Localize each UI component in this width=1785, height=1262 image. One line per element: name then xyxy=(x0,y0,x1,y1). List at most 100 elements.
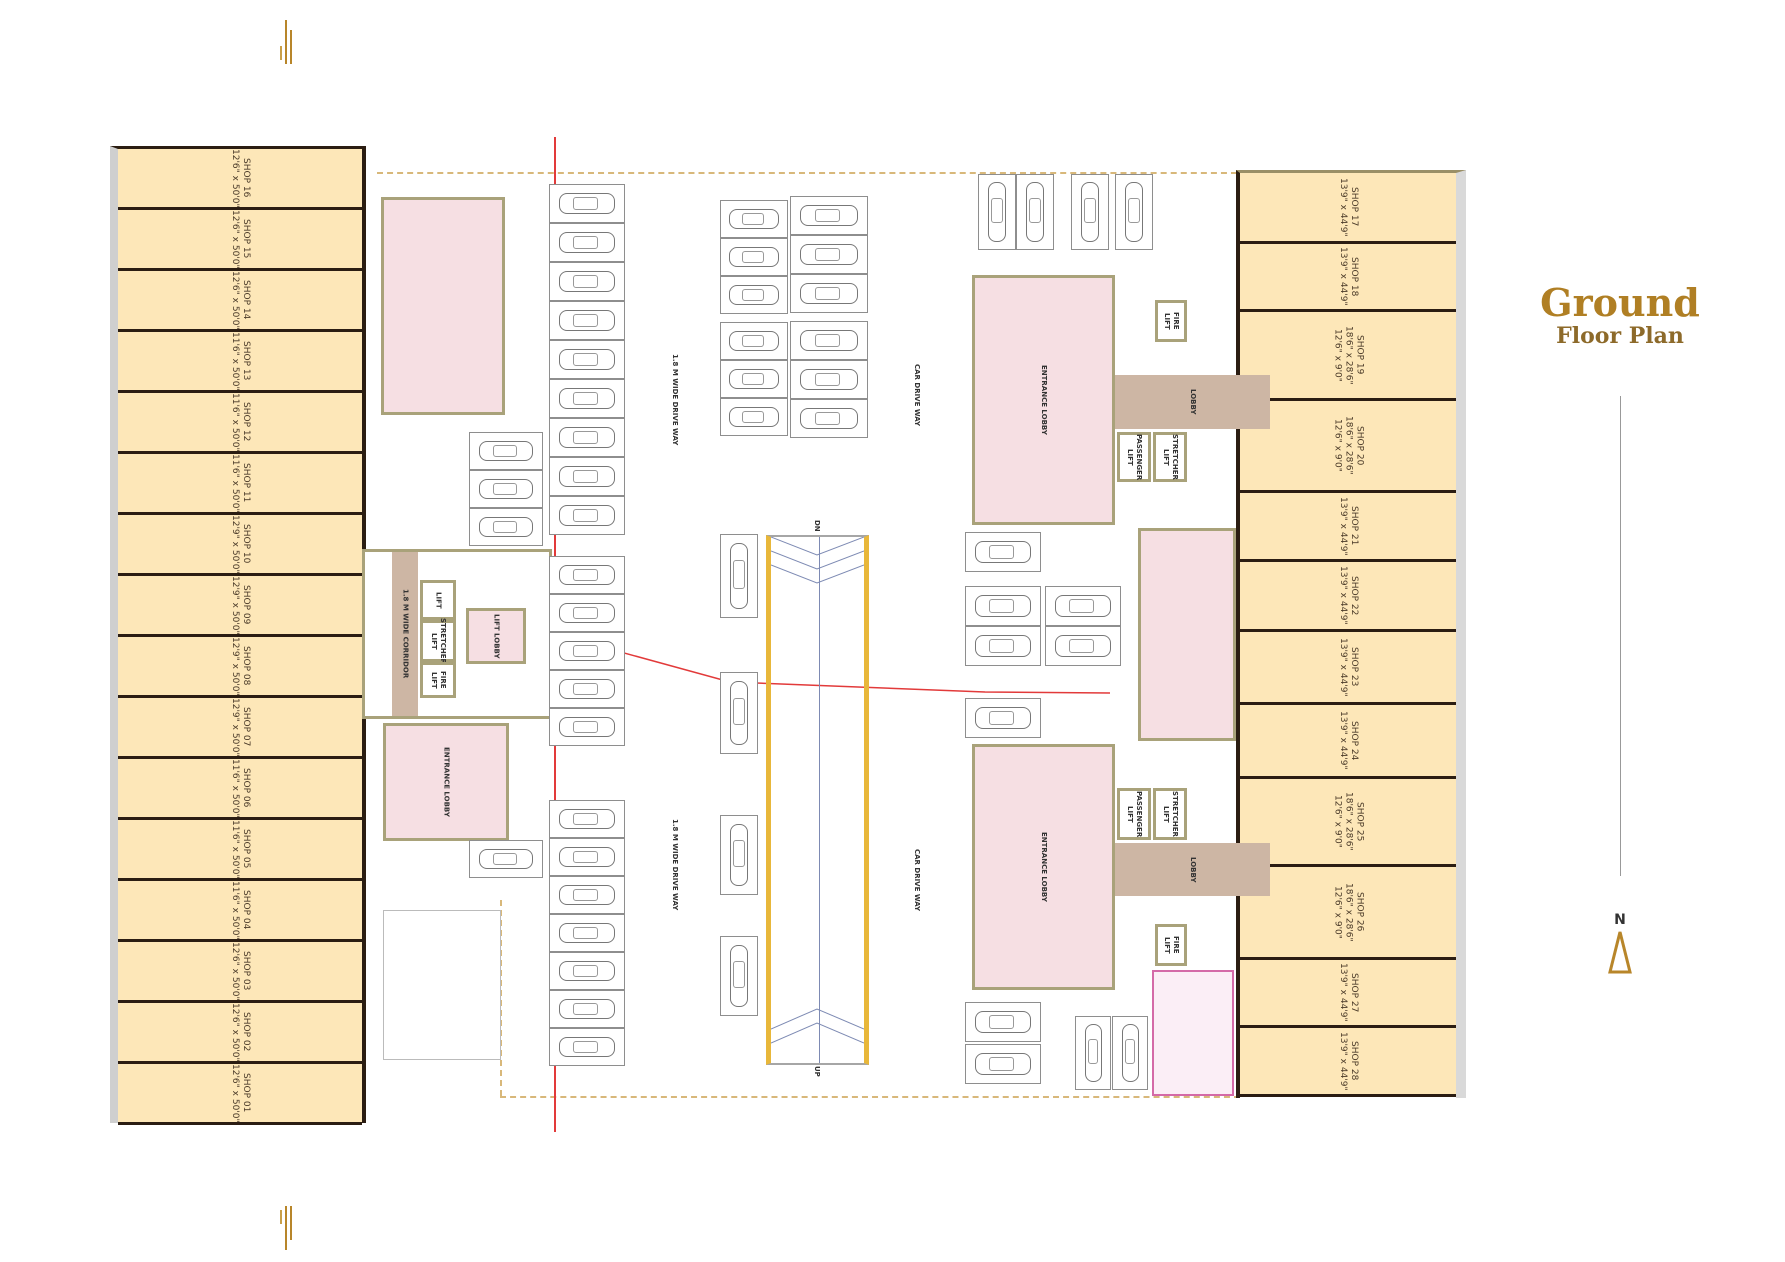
shop-label: SHOP 21 13'9" x 44'9" xyxy=(1338,496,1359,556)
car-icon xyxy=(558,960,616,982)
parking-bay xyxy=(720,534,758,618)
shop-21[interactable]: SHOP 21 13'9" x 44'9" xyxy=(1240,493,1456,562)
shop-02[interactable]: SHOP 02 12'6" x 50'0" xyxy=(118,1003,362,1064)
car-icon xyxy=(478,440,534,462)
shop-label: SHOP 02 12'6" x 50'0" xyxy=(230,1002,251,1062)
north-label: N xyxy=(1614,912,1626,928)
shop-16[interactable]: SHOP 16 12'6" x 50'0" xyxy=(118,149,362,210)
car-icon xyxy=(558,310,616,331)
title-line-2: Floor Plan xyxy=(1556,323,1684,349)
driveway-label-left-bottom: 1.8 M WIDE DRIVE WAY xyxy=(671,819,679,911)
entrance-lobby-label: ENTRANCE LOBBY xyxy=(442,747,451,817)
parking-bay xyxy=(549,632,625,670)
parking-bay xyxy=(549,556,625,594)
parking-bay xyxy=(720,360,788,398)
shop-label: SHOP 03 12'6" x 50'0" xyxy=(230,941,251,1001)
shop-28[interactable]: SHOP 28 13'9" x 44'9" xyxy=(1240,1028,1456,1097)
car-icon xyxy=(1026,182,1044,242)
shop-label: SHOP 15 12'6" x 50'0" xyxy=(230,209,251,269)
shop-24[interactable]: SHOP 24 13'9" x 44'9" xyxy=(1240,705,1456,779)
parking-bay xyxy=(1045,586,1121,626)
parking-bay xyxy=(720,238,788,276)
shop-17[interactable]: SHOP 17 13'9" x 44'9" xyxy=(1240,173,1456,244)
shop-18[interactable]: SHOP 18 13'9" x 44'9" xyxy=(1240,244,1456,312)
car-icon xyxy=(1054,635,1112,657)
service-bay xyxy=(383,910,501,1060)
shop-label: SHOP 28 13'9" x 44'9" xyxy=(1338,1031,1359,1091)
shop-27[interactable]: SHOP 27 13'9" x 44'9" xyxy=(1240,960,1456,1028)
shop-26[interactable]: SHOP 26 18'6" x 28'6" 12'6" x 9'0" xyxy=(1240,867,1456,960)
shop-label: SHOP 04 11'6" x 50'0" xyxy=(230,880,251,940)
shop-01[interactable]: SHOP 01 12'6" x 50'0" xyxy=(118,1064,362,1125)
fire-lift-label: FIRE LIFT xyxy=(1163,312,1180,330)
parking-bay xyxy=(790,399,868,438)
driveway-label-right-bottom: CAR DRIVE WAY xyxy=(913,848,921,912)
car-icon xyxy=(558,884,616,906)
shop-14[interactable]: SHOP 14 12'6" x 50'0" xyxy=(118,271,362,332)
car-icon xyxy=(558,1036,616,1058)
passenger-lift-label: PASSENGER LIFT xyxy=(1126,790,1143,838)
parking-bay xyxy=(720,200,788,238)
shop-19[interactable]: SHOP 19 18'6" x 28'6" 12'6" x 9'0" xyxy=(1240,312,1456,401)
car-icon xyxy=(1125,182,1143,242)
shop-05[interactable]: SHOP 05 11'6" x 50'0" xyxy=(118,820,362,881)
shop-03[interactable]: SHOP 03 12'6" x 50'0" xyxy=(118,942,362,1003)
shop-07[interactable]: SHOP 07 12'9" x 50'0" xyxy=(118,698,362,759)
parking-bay xyxy=(978,174,1016,250)
car-icon xyxy=(730,681,748,745)
shop-06[interactable]: SHOP 06 11'6" x 50'0" xyxy=(118,759,362,820)
car-icon xyxy=(558,846,616,868)
parking-bay xyxy=(965,586,1041,626)
parking-bay xyxy=(549,301,625,340)
parking-bay xyxy=(469,840,543,878)
car-icon xyxy=(558,232,616,253)
parking-bay xyxy=(549,594,625,632)
parking-bay xyxy=(549,800,625,838)
parking-bay xyxy=(549,708,625,746)
shop-15[interactable]: SHOP 15 12'6" x 50'0" xyxy=(118,210,362,271)
car-icon xyxy=(800,205,858,226)
car-icon xyxy=(800,369,858,390)
parking-bay xyxy=(469,470,543,508)
parking-bay xyxy=(1112,1016,1148,1090)
parking-bay xyxy=(720,672,758,754)
parking-bay xyxy=(549,876,625,914)
car-icon xyxy=(478,848,534,870)
shop-10[interactable]: SHOP 10 12'9" x 50'0" xyxy=(118,515,362,576)
right-passenger-lift-top: PASSENGER LIFT xyxy=(1117,432,1151,482)
shop-23[interactable]: SHOP 23 13'9" x 44'9" xyxy=(1240,632,1456,705)
shop-09[interactable]: SHOP 09 12'9" x 50'0" xyxy=(118,576,362,637)
car-icon xyxy=(558,922,616,944)
stretcher-lift-label: STRETCHER LIFT xyxy=(1162,434,1179,480)
entrance-lobby-label: ENTRANCE LOBBY xyxy=(1040,365,1048,435)
shop-22[interactable]: SHOP 22 13'9" x 44'9" xyxy=(1240,562,1456,632)
right-lobby-top: LOBBY xyxy=(1115,375,1270,429)
corridor-label: 1.8 M WIDE CORRIDOR xyxy=(401,589,410,679)
car-icon xyxy=(728,406,780,428)
shop-label: SHOP 20 18'6" x 28'6" 12'6" x 9'0" xyxy=(1332,416,1365,475)
car-icon xyxy=(558,678,616,700)
right-stretcher-lift-bottom: STRETCHER LIFT xyxy=(1153,788,1187,840)
shop-label: SHOP 12 11'6" x 50'0" xyxy=(230,392,251,452)
car-icon xyxy=(558,427,616,448)
shop-12[interactable]: SHOP 12 11'6" x 50'0" xyxy=(118,393,362,454)
car-icon xyxy=(728,284,780,306)
left-fire-lift: FIRE LIFT xyxy=(420,662,456,698)
shop-label: SHOP 18 13'9" x 44'9" xyxy=(1338,247,1359,306)
car-icon xyxy=(558,466,616,487)
shop-08[interactable]: SHOP 08 12'9" x 50'0" xyxy=(118,637,362,698)
shop-label: SHOP 25 18'6" x 28'6" 12'6" x 9'0" xyxy=(1332,792,1365,851)
shop-label: SHOP 05 11'6" x 50'0" xyxy=(230,819,251,879)
car-icon xyxy=(800,408,858,429)
shop-label: SHOP 24 13'9" x 44'9" xyxy=(1338,711,1359,770)
shop-20[interactable]: SHOP 20 18'6" x 28'6" 12'6" x 9'0" xyxy=(1240,401,1456,493)
shop-04[interactable]: SHOP 04 11'6" x 50'0" xyxy=(118,881,362,942)
shop-25[interactable]: SHOP 25 18'6" x 28'6" 12'6" x 9'0" xyxy=(1240,779,1456,867)
left-lift: LIFT xyxy=(420,580,456,620)
car-icon xyxy=(558,808,616,830)
shop-11[interactable]: SHOP 11 11'6" x 50'0" xyxy=(118,454,362,515)
shop-13[interactable]: SHOP 13 11'6" x 50'0" xyxy=(118,332,362,393)
shop-label: SHOP 22 13'9" x 44'9" xyxy=(1338,566,1359,625)
parking-bay xyxy=(965,626,1041,666)
